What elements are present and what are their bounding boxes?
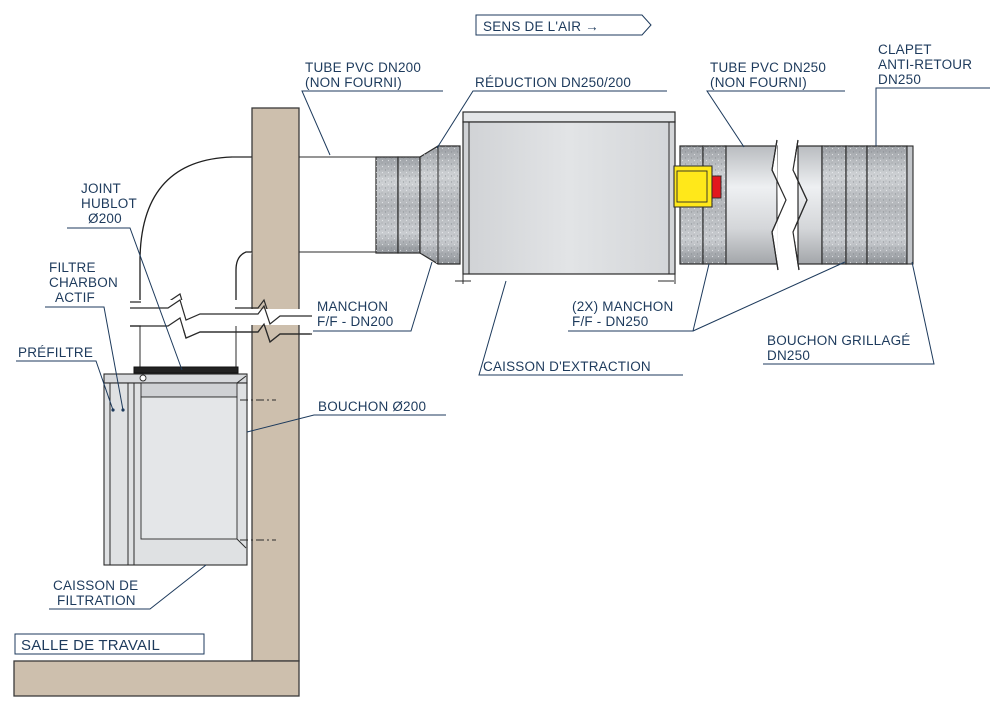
callout-caisson-extraction: CAISSON D'EXTRACTION: [478, 280, 683, 376]
callout-manchon-dn200: MANCHON F/F - DN200: [313, 261, 433, 332]
callout-text: JOINT: [81, 181, 121, 196]
callout-text: RÉDUCTION DN250/200: [475, 75, 631, 90]
callout-bouchon-grillage: BOUCHON GRILLAGÉ DN250: [763, 261, 935, 365]
check-valve: [866, 145, 908, 265]
mesh-cap: [906, 145, 914, 265]
room-label-box: SALLE DE TRAVAIL: [14, 633, 205, 655]
callout-text: F/F - DN200: [317, 314, 393, 329]
callout-text: FILTRE: [49, 260, 96, 275]
callout-text: BOUCHON Ø200: [318, 399, 426, 414]
callout-joint-hublot: JOINT HUBLOT Ø200: [67, 181, 183, 371]
callout-reduction: RÉDUCTION DN250/200: [436, 75, 667, 149]
callout-text: FILTRATION: [57, 593, 136, 608]
callout-text: TUBE PVC DN250: [710, 60, 826, 75]
callout-text: DN250: [767, 348, 810, 363]
callout-tube-pvc-dn250: TUBE PVC DN250 (NON FOURNI): [706, 60, 845, 148]
pvc-dn250-pipe: [724, 145, 823, 265]
callout-text: (NON FOURNI): [710, 75, 807, 90]
callout-text: ANTI-RETOUR: [878, 57, 972, 72]
callout-text: DN250: [878, 72, 921, 87]
callout-text: CAISSON DE: [53, 578, 138, 593]
pvc-dn200-pipe: [139, 156, 378, 370]
callout-text: CAISSON D'EXTRACTION: [483, 359, 651, 374]
callout-caisson-filtration: CAISSON DE FILTRATION: [49, 564, 207, 610]
pipe-break: [771, 139, 808, 271]
callout-text: TUBE PVC DN200: [305, 60, 421, 75]
callout-text: MANCHON: [317, 299, 388, 314]
wall: [13, 107, 300, 697]
callout-tube-pvc-dn200: TUBE PVC DN200 (NON FOURNI): [301, 60, 443, 156]
manchon-dn200: [375, 156, 421, 254]
callout-text: F/F - DN250: [572, 314, 648, 329]
filtration-box: [103, 366, 276, 566]
callout-text: PRÉFILTRE: [18, 345, 93, 360]
callout-filtre-charbon: FILTRE CHARBON ACTIF: [45, 260, 125, 412]
callout-text: (NON FOURNI): [305, 75, 402, 90]
extraction-box: [455, 111, 676, 284]
callout-clapet: CLAPET ANTI-RETOUR DN250: [875, 42, 990, 146]
yellow-fitting: [673, 165, 722, 208]
break-line: [130, 293, 312, 344]
callout-text: CLAPET: [878, 42, 932, 57]
manchon-dn250-2: [821, 145, 868, 265]
callout-text: Ø200: [88, 211, 122, 226]
callout-text: HUBLOT: [81, 196, 137, 211]
callout-prefiltre: PRÉFILTRE: [16, 345, 115, 412]
room-label: SALLE DE TRAVAIL: [21, 637, 160, 654]
airflow-direction-badge: SENS DE L'AIR →: [475, 14, 652, 36]
callout-text: BOUCHON GRILLAGÉ: [767, 333, 910, 348]
callout-text: CHARBON: [49, 275, 118, 290]
callout-bouchon-200: BOUCHON Ø200: [246, 399, 446, 433]
airflow-direction-label: SENS DE L'AIR →: [483, 19, 599, 34]
callout-text: (2X) MANCHON: [572, 299, 673, 314]
callout-text: ACTIF: [55, 290, 95, 305]
callout-manchon-dn250: (2X) MANCHON F/F - DN250: [568, 261, 846, 332]
reduction-dn250-200: [419, 145, 461, 265]
